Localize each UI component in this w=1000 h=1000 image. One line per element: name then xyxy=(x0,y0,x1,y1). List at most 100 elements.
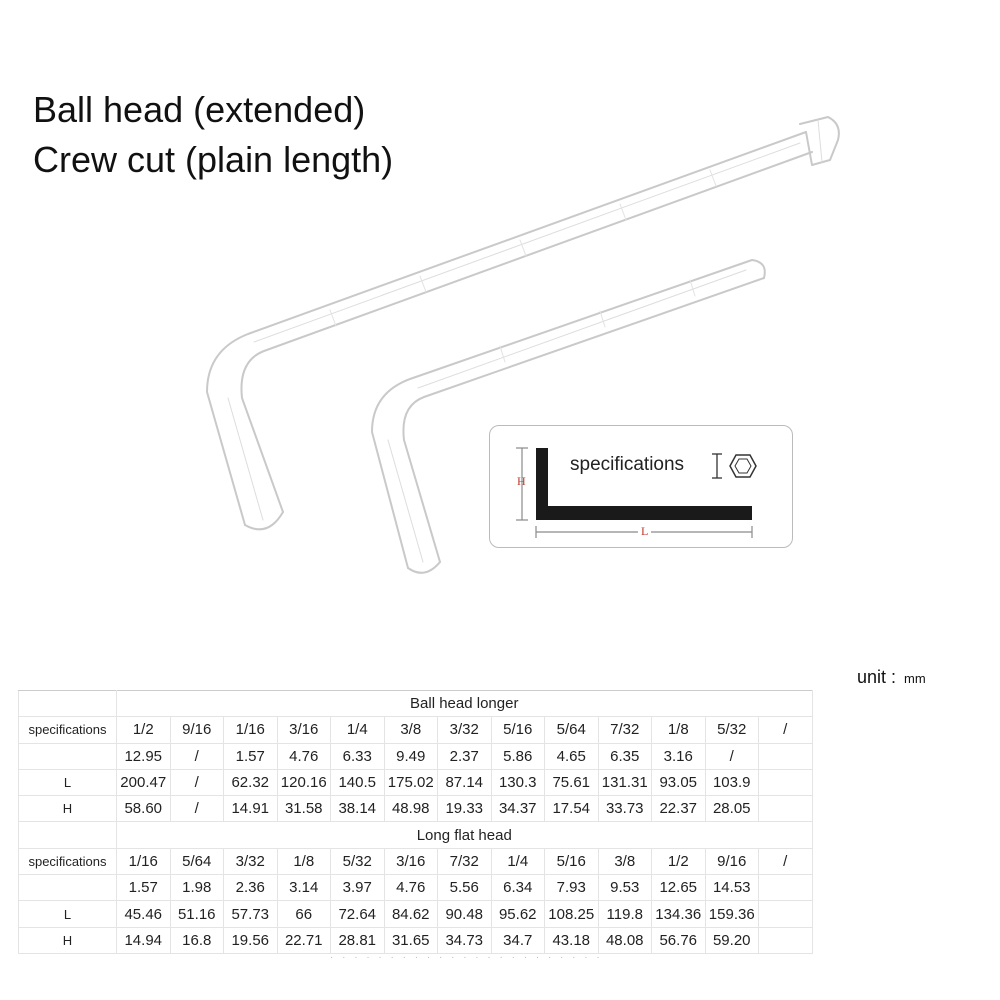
table-cell: 43.18 xyxy=(544,926,599,954)
table-cell: / xyxy=(169,742,224,770)
table-cell: 130.3 xyxy=(490,768,545,797)
table-cell: 87.14 xyxy=(437,768,492,797)
table-cell: 93.05 xyxy=(651,768,706,797)
unit-value: mm xyxy=(904,671,926,686)
unit-label: unit : xyxy=(857,667,897,687)
row-label: specifications xyxy=(18,847,117,876)
table-cell: 4.76 xyxy=(383,874,438,902)
hex-keys-illustration xyxy=(206,116,840,574)
table-cell: 1/4 xyxy=(490,847,545,876)
table-cell: 120.16 xyxy=(276,768,331,797)
table-cell: 3/16 xyxy=(276,716,331,744)
table-cell xyxy=(758,874,813,902)
table-cell: / xyxy=(169,795,224,823)
table-cell: 17.54 xyxy=(544,795,599,823)
table-cell: 16.8 xyxy=(169,926,224,954)
table-cell: 1.57 xyxy=(116,874,171,902)
table-cell xyxy=(758,795,813,823)
row-label: L xyxy=(18,768,117,797)
table-cell: / xyxy=(704,742,759,770)
table-cell: 3/32 xyxy=(437,716,492,744)
table-cell: 5.86 xyxy=(490,742,545,770)
table-cell: 22.37 xyxy=(651,795,706,823)
table-cell: 12.95 xyxy=(116,742,171,770)
table-cell: 200.47 xyxy=(116,768,171,797)
table-cell: 3.16 xyxy=(651,742,706,770)
table-cell: 14.53 xyxy=(704,874,759,902)
table-cell: 45.46 xyxy=(116,900,171,928)
section-title: Ball head longer xyxy=(116,689,813,718)
row-label: L xyxy=(18,900,117,928)
table-cell: 3/32 xyxy=(223,847,278,876)
table-cell: 14.91 xyxy=(223,795,278,823)
table-cell: 1/16 xyxy=(116,847,171,876)
table-cell: 28.05 xyxy=(704,795,759,823)
table-cell: 103.9 xyxy=(704,768,759,797)
table-cell: 7.93 xyxy=(544,874,599,902)
table-cell: 9/16 xyxy=(169,716,224,744)
table-cell: 66 xyxy=(276,900,331,928)
table-cell xyxy=(758,742,813,770)
table-cell: 9.53 xyxy=(597,874,652,902)
row-label xyxy=(18,874,117,902)
table-cell: / xyxy=(758,716,813,744)
table-cell: 59.20 xyxy=(704,926,759,954)
table-cell: 1.98 xyxy=(169,874,224,902)
table-cell: / xyxy=(758,847,813,876)
table-cell: 1/2 xyxy=(116,716,171,744)
ball-head-key-sketch xyxy=(206,116,840,531)
title-line-2: Crew cut (plain length) xyxy=(33,139,394,180)
table-cell: 5.56 xyxy=(437,874,492,902)
table-cell: 1/8 xyxy=(651,716,706,744)
table-cell: 22.71 xyxy=(276,926,331,954)
table-cell: 131.31 xyxy=(597,768,652,797)
table-cell: 159.36 xyxy=(704,900,759,928)
table-cell: 5/16 xyxy=(544,847,599,876)
row-label: H xyxy=(18,926,117,954)
table-cell: 7/32 xyxy=(437,847,492,876)
table-cell: 4.65 xyxy=(544,742,599,770)
section-title: Long flat head xyxy=(116,821,813,849)
table-cell: 3/8 xyxy=(597,847,652,876)
table-cell: 31.65 xyxy=(383,926,438,954)
table-cell: 119.8 xyxy=(597,900,652,928)
section-header-row: Ball head longer xyxy=(18,689,813,718)
table-cell: 19.56 xyxy=(223,926,278,954)
table-cell: 9.49 xyxy=(383,742,438,770)
table-cell: 95.62 xyxy=(490,900,545,928)
empty-cell xyxy=(18,689,117,718)
table-cell: 56.76 xyxy=(651,926,706,954)
table-cell: 2.37 xyxy=(437,742,492,770)
specifications-label: specifications xyxy=(570,454,685,475)
table-cell: 90.48 xyxy=(437,900,492,928)
table-cell: 5/64 xyxy=(169,847,224,876)
table-cell: 175.02 xyxy=(383,768,438,797)
unit-indicator: unit : mm xyxy=(857,667,926,688)
row-label xyxy=(18,742,117,770)
table-cell: 57.73 xyxy=(223,900,278,928)
specifications-inset: specifications H L xyxy=(489,425,793,548)
table-cell: 1.57 xyxy=(223,742,278,770)
row-label: H xyxy=(18,795,117,823)
table-cell: 34.7 xyxy=(490,926,545,954)
table-cell: 7/32 xyxy=(597,716,652,744)
table-cell: 108.25 xyxy=(544,900,599,928)
table-cell: / xyxy=(169,768,224,797)
table-cell: 1/2 xyxy=(651,847,706,876)
table-cell: 3.97 xyxy=(330,874,385,902)
table-cell: 3/16 xyxy=(383,847,438,876)
table-cell: 5/16 xyxy=(490,716,545,744)
height-label: H xyxy=(517,474,526,488)
l-wrench-diagram xyxy=(516,447,757,538)
table-cell: 75.61 xyxy=(544,768,599,797)
table-cell: 72.64 xyxy=(330,900,385,928)
flat-head-key-sketch xyxy=(371,259,766,574)
table-cell xyxy=(758,768,813,797)
